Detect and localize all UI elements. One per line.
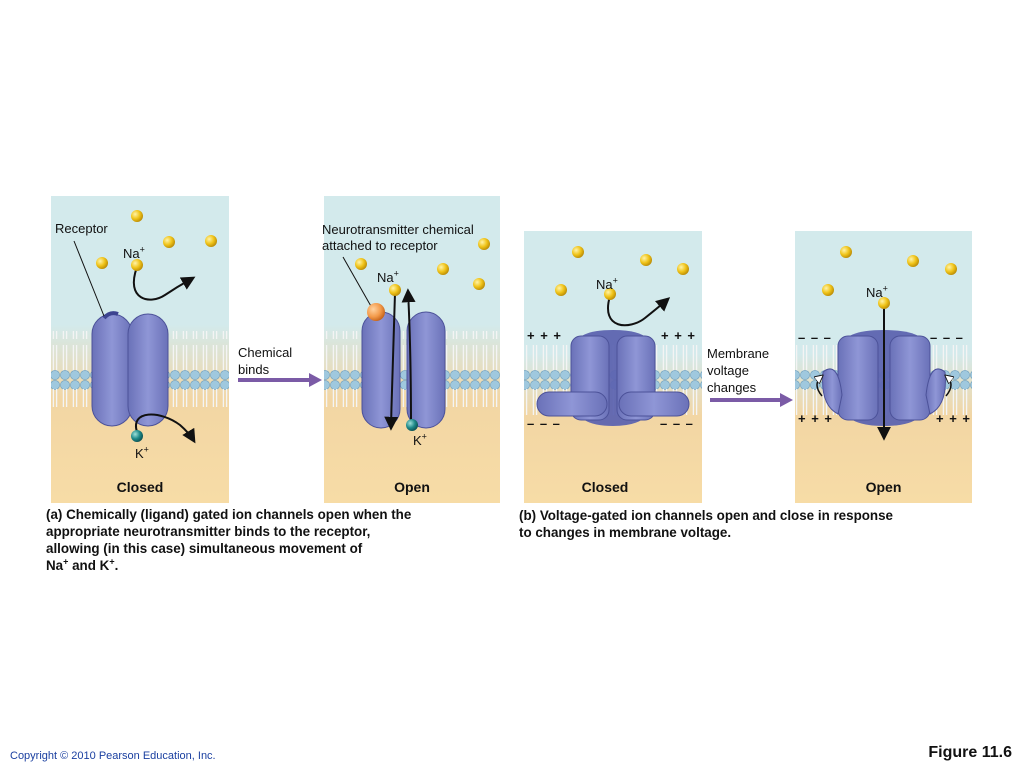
sodium-ion [640,254,652,266]
caption-a: (a) Chemically (ligand) gated ion channe… [46,506,411,574]
figure-number: Figure 11.6 [928,744,1012,761]
panel-b-open [795,231,972,503]
na-text: Na [123,246,140,261]
neurotransmitter-molecule [367,303,385,321]
receptor-label: Receptor [55,221,108,236]
na-ion-label: Na+ [866,283,888,301]
k-text: K [413,433,422,448]
sodium-ion [555,284,567,296]
positive-charge-signs-right: + + + [936,411,971,426]
sodium-ion [131,259,143,271]
k-outflow-arrow [401,288,416,429]
sodium-ion [389,284,401,296]
panel-b-closed [524,231,702,503]
caption-b: (b) Voltage-gated ion channels open and … [519,507,893,541]
gate-movement-arrow [946,376,951,397]
negative-charge-signs-left: – – – [798,330,832,345]
positive-charge-signs-left: + + + [798,411,833,426]
panel-a-closed [51,196,229,503]
sodium-ion [437,263,449,275]
ligand-channel-open [361,311,446,429]
k-charge: + [143,444,149,455]
k-charge: + [421,431,427,442]
potassium-ion [131,430,143,442]
sodium-ion [572,246,584,258]
caption-b-line1: (b) Voltage-gated ion channels open and … [519,508,894,523]
negative-charge-signs-right: – – – [930,330,964,345]
na-ion-label: Na+ [123,244,145,262]
na-charge: + [882,283,888,294]
na-text: Na [866,285,883,300]
k-ion-label: K+ [413,431,427,449]
sodium-ion [677,263,689,275]
potassium-ion [406,419,418,431]
na-path-arrow [607,295,671,327]
voltage-channel-closed [536,330,690,426]
sodium-ion [96,257,108,269]
sodium-ion [878,297,890,309]
negative-charge-signs-left: – – – [527,416,561,431]
na-charge: + [139,244,145,255]
status-open-a: Open [394,479,430,495]
status-open-b: Open [865,479,902,495]
k-path-arrow [134,413,196,444]
na-inflow-arrow [384,292,399,431]
caption-a-line2: appropriate neurotransmitter binds to th… [46,524,371,539]
caption-a-line3: allowing (in this case) simultaneous mov… [46,541,363,556]
voltage-changes-arrow [710,393,793,407]
sodium-ion [907,255,919,267]
neurotransmitter-leader-line [342,256,373,309]
voltage-label-line3: changes [707,380,757,395]
voltage-label-line2: voltage [707,363,749,378]
caption-a-line1: (a) Chemically (ligand) gated ion channe… [46,507,412,522]
sodium-ion [840,246,852,258]
na-path-arrow [132,266,196,301]
sodium-ion [355,258,367,270]
sodium-ion [205,235,217,247]
caption-b-line2: to changes in membrane voltage. [519,525,732,540]
caption-period: . [114,558,119,573]
receptor-leader-line [73,240,105,317]
chemical-binds-label-line2: binds [238,362,270,377]
na-text: Na [596,277,613,292]
k-ion-label: K+ [135,444,149,462]
voltage-label-line1: Membrane [707,346,770,361]
sodium-ion [131,210,143,222]
caption-and-k: and K [68,558,110,573]
na-charge: + [612,275,618,286]
caption-na: Na [46,558,64,573]
caption-a-line4: Na+ and K+. [46,557,411,574]
na-ion-label: Na+ [596,275,618,293]
sodium-ion [822,284,834,296]
sodium-ion [945,263,957,275]
copyright-notice: Copyright © 2010 Pearson Education, Inc. [10,750,216,762]
positive-charge-signs-left: + + + [527,328,562,343]
negative-charge-signs-right: – – – [660,416,694,431]
ligand-channel-closed [91,311,169,427]
status-closed-b: Closed [581,479,629,495]
status-closed-a: Closed [116,479,164,495]
caption-na-charge: + [63,556,69,567]
caption-k-charge: + [109,556,115,567]
neurotransmitter-label-line1: Neurotransmitter chemical [322,222,474,237]
sodium-ion [163,236,175,248]
na-ion-label: Na+ [377,268,399,286]
sodium-ion [478,238,490,250]
neurotransmitter-label-line2: attached to receptor [322,238,438,253]
na-text: Na [377,270,394,285]
gate-movement-arrow [817,376,822,397]
positive-charge-signs-right: + + + [661,328,696,343]
sodium-ion [604,288,616,300]
chemical-binds-arrow [238,373,322,387]
panel-a-open [324,196,500,503]
na-charge: + [393,268,399,279]
sodium-ion [473,278,485,290]
chemical-binds-label-line1: Chemical [238,345,293,360]
k-text: K [135,446,144,461]
